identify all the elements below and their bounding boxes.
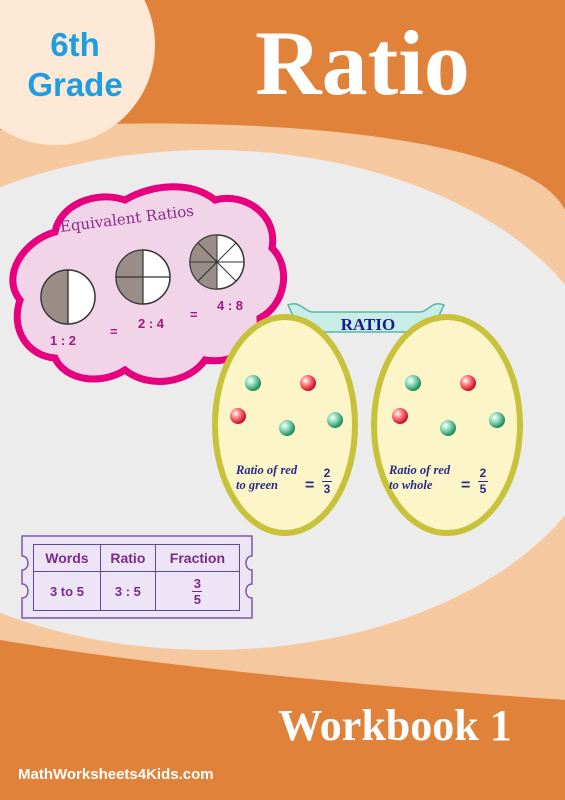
right-equals-sign: = bbox=[461, 477, 471, 494]
site-name: MathWorksheets4Kids.com bbox=[18, 766, 214, 783]
left-caption-line1: Ratio of red bbox=[236, 463, 298, 477]
right-fraction-bar bbox=[478, 481, 488, 482]
table-denominator: 5 bbox=[193, 591, 202, 607]
grade-circle bbox=[0, 0, 155, 145]
table-row: 3 to 5 3 : 5 3 5 bbox=[33, 571, 241, 611]
ratio-label-1-2: 1 : 2 bbox=[50, 333, 77, 348]
left-caption-line2: to green bbox=[236, 478, 279, 492]
grade-label: 6th Grade bbox=[0, 0, 150, 130]
grade-word: Grade bbox=[27, 66, 123, 103]
left-fraction: 2 3 bbox=[322, 467, 332, 496]
table-header-row: Words Ratio Fraction bbox=[33, 544, 241, 572]
table-fraction-bar bbox=[192, 590, 203, 592]
equals-sign-2: = bbox=[190, 307, 198, 322]
fraction-circle-eighths bbox=[189, 234, 245, 290]
grade-number: 6th bbox=[50, 26, 100, 63]
header-ratio: Ratio bbox=[99, 544, 156, 572]
workbook-label: Workbook 1 bbox=[278, 701, 512, 750]
ratio-label-2-4: 2 : 4 bbox=[138, 316, 165, 331]
header-fraction: Fraction bbox=[154, 544, 241, 572]
right-oval-caption: Ratio of red to whole bbox=[389, 463, 450, 493]
ratio-table: Words Ratio Fraction 3 to 5 3 : 5 3 5 bbox=[33, 544, 241, 611]
left-oval-balls bbox=[230, 375, 343, 436]
ratio-banner-label: RATIO bbox=[340, 315, 396, 334]
cell-words: 3 to 5 bbox=[33, 571, 101, 611]
left-denominator: 3 bbox=[323, 482, 331, 496]
left-oval-caption: Ratio of red to green bbox=[236, 463, 297, 493]
table-numerator: 3 bbox=[193, 575, 202, 591]
right-denominator: 5 bbox=[479, 482, 487, 496]
equals-sign-1: = bbox=[110, 324, 118, 339]
page-title: Ratio bbox=[255, 12, 470, 114]
cell-ratio: 3 : 5 bbox=[99, 571, 156, 611]
right-numerator: 2 bbox=[479, 466, 487, 480]
right-caption-line2: to whole bbox=[389, 478, 433, 492]
left-numerator: 2 bbox=[323, 466, 331, 480]
fraction-circle-quarters bbox=[115, 249, 171, 305]
header-words: Words bbox=[33, 544, 101, 572]
right-oval-balls bbox=[392, 375, 505, 436]
right-fraction: 2 5 bbox=[478, 467, 488, 496]
cell-fraction: 3 5 bbox=[154, 571, 241, 611]
ratio-label-4-8: 4 : 8 bbox=[217, 298, 244, 313]
right-caption-line1: Ratio of red bbox=[389, 463, 451, 477]
table-fraction: 3 5 bbox=[157, 577, 238, 606]
left-equals-sign: = bbox=[305, 477, 315, 494]
fraction-circle-halves bbox=[40, 269, 96, 325]
left-fraction-bar bbox=[322, 481, 332, 482]
